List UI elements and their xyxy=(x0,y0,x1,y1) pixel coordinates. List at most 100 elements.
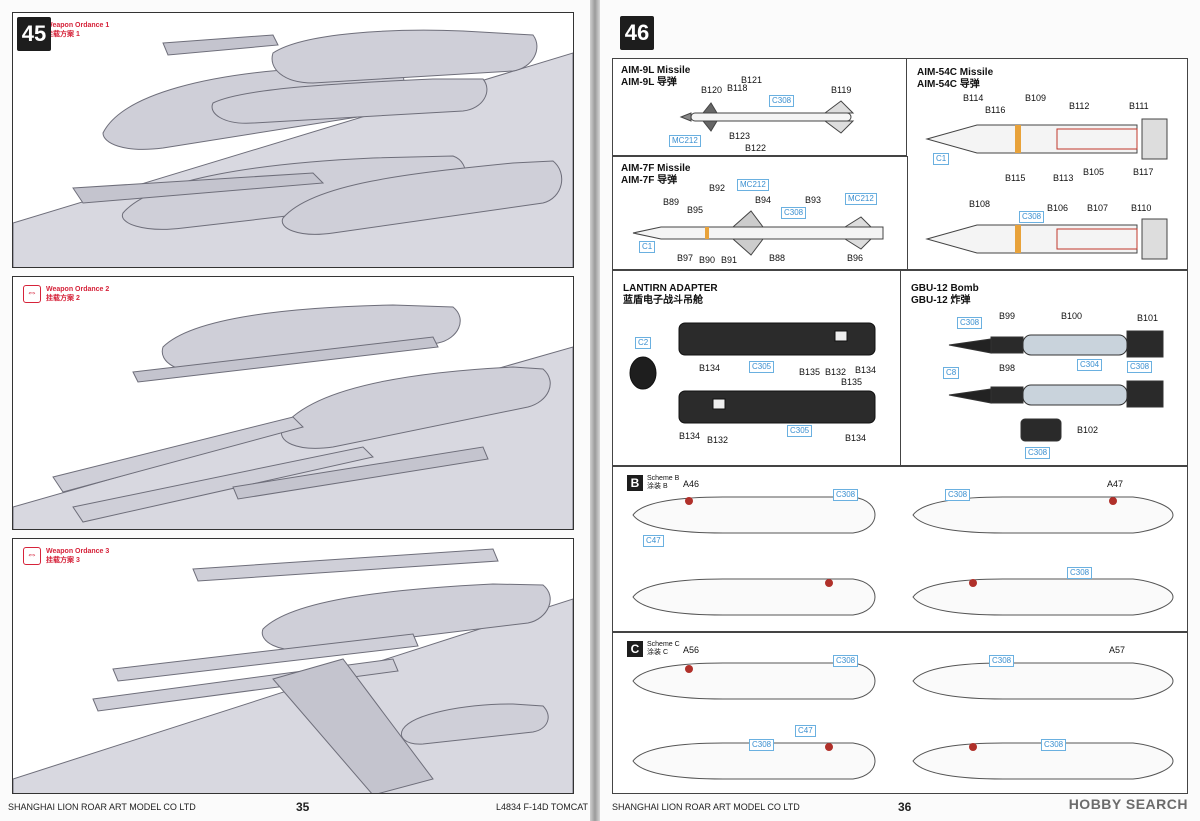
aim7f-part-label: B95 xyxy=(687,205,704,215)
gbu12-decal-label: C308 xyxy=(1127,361,1153,373)
aim7f-part-label: B96 xyxy=(847,253,864,263)
step-badge-46: 46 xyxy=(620,16,654,50)
lantirn-part-label: B135 xyxy=(799,367,821,377)
aim54c-part-label: B110 xyxy=(1131,203,1152,213)
gbu12-decal-label: C308 xyxy=(957,317,983,329)
aim54c-part-label: B113 xyxy=(1053,173,1074,183)
ordance-title-en-2: Weapon Ordance 2 xyxy=(46,286,110,293)
scheme-c-decal-label: C308 xyxy=(749,739,775,751)
lantirn-part-label: B134 xyxy=(845,433,867,443)
aim7f-part-label: B90 xyxy=(699,255,716,265)
aim7f-part-label: B97 xyxy=(677,253,694,263)
aim7f-decal-label: C308 xyxy=(781,207,807,219)
scheme-c-decal-number: A57 xyxy=(1109,645,1126,655)
gbu12-drawing xyxy=(948,330,1164,442)
lantirn-drawing xyxy=(629,322,876,424)
aim9l-title-cn: AIM-9L 导弹 xyxy=(621,77,677,88)
footer-company-left: SHANGHAI LION ROAR ART MODEL CO LTD xyxy=(8,802,196,812)
aim54c-decal-label: C1 xyxy=(933,153,950,165)
aim9l-part-label: B122 xyxy=(745,143,767,153)
aim54c-part-label: B109 xyxy=(1025,93,1047,103)
lantirn-part-label: B134 xyxy=(679,431,701,441)
page-number-right: 36 xyxy=(898,800,912,814)
swap-arrows-icon: ⇔ xyxy=(23,285,41,303)
gbu12-part-label: B98 xyxy=(999,363,1016,373)
aim7f-title-en: AIM-7F Missile xyxy=(621,163,691,174)
page-gutter xyxy=(590,0,600,821)
scheme-c-badge: C xyxy=(627,641,643,657)
aim54c-part-label: B112 xyxy=(1069,101,1090,111)
aim54c-part-label: B114 xyxy=(963,93,984,103)
aim7f-decal-label: MC212 xyxy=(737,179,769,191)
scheme-b-badge: B xyxy=(627,475,643,491)
aim9l-part-label: B123 xyxy=(729,131,751,141)
lantirn-decal-label: C2 xyxy=(635,337,652,349)
watermark: HOBBY SEARCH xyxy=(1068,796,1188,812)
scheme-b-decal-number: A46 xyxy=(683,479,700,489)
aim54c-part-label: B116 xyxy=(985,105,1006,115)
scheme-b-tanks xyxy=(632,496,1174,616)
aircraft-illustration-3 xyxy=(13,548,573,793)
aircraft-illustration-1 xyxy=(13,29,573,267)
aim9l-part-label: B120 xyxy=(701,85,723,95)
scheme-b-decal-label: C308 xyxy=(1067,567,1093,579)
lantirn-part-label: B132 xyxy=(707,435,729,445)
scheme-b-name-en: Scheme B xyxy=(647,475,680,482)
aim7f-drawing xyxy=(632,210,884,256)
lantirn-part-label: B132 xyxy=(825,367,847,377)
aim7f-part-label: B94 xyxy=(755,195,772,205)
ordance-title-en-1: Weapon Ordance 1 xyxy=(46,22,110,29)
scheme-b-decal-label: C308 xyxy=(833,489,859,501)
scheme-c-decal-label: C47 xyxy=(795,725,816,737)
footer-product: L4834 F-14D TOMCAT xyxy=(496,802,589,812)
ordance-title-cn-1: 挂载方案 1 xyxy=(46,31,80,38)
aim7f-decal-label: MC212 xyxy=(845,193,877,205)
aim54c-part-label: B117 xyxy=(1133,167,1154,177)
aircraft-illustration-2 xyxy=(13,304,573,529)
aim9l-part-label: B121 xyxy=(741,75,763,85)
lantirn-decal-label: C305 xyxy=(749,361,775,373)
aim7f-decal-label: C1 xyxy=(639,241,656,253)
scheme-b-decal-label: C308 xyxy=(945,489,971,501)
aim54c-part-label: B106 xyxy=(1047,203,1069,213)
aim54c-drawing xyxy=(925,118,1168,260)
footer-company-right: SHANGHAI LION ROAR ART MODEL CO LTD xyxy=(612,802,800,812)
aim54c-part-label: B108 xyxy=(969,199,991,209)
gbu12-part-label: B100 xyxy=(1061,311,1083,321)
scheme-b-name-cn: 涂装 B xyxy=(647,483,668,490)
aim54c-part-label: B115 xyxy=(1005,173,1026,183)
step-badge-45-overlay: 45 xyxy=(17,17,51,51)
aim7f-part-label: B88 xyxy=(769,253,786,263)
aim54c-title-en: AIM-54C Missile xyxy=(917,67,994,78)
scheme-c-name-en: Scheme C xyxy=(647,641,680,648)
lantirn-decal-label: C305 xyxy=(787,425,813,437)
scheme-b-decal-label: C47 xyxy=(643,535,664,547)
swap-arrows-icon: ⇔ xyxy=(23,547,41,565)
scheme-c-name-cn: 涂装 C xyxy=(647,649,668,656)
ordance-title-en-3: Weapon Ordance 3 xyxy=(46,548,110,555)
scheme-c-decal-label: C308 xyxy=(833,655,859,667)
gbu12-title-en: GBU-12 Bomb xyxy=(911,283,979,294)
aim9l-title-en: AIM-9L Missile xyxy=(621,65,691,76)
aim54c-part-label: B111 xyxy=(1129,101,1149,111)
aim9l-decal-label: C308 xyxy=(769,95,795,107)
lantirn-title-cn: 蓝盾电子战斗吊舱 xyxy=(623,295,703,306)
aim7f-part-label: B93 xyxy=(805,195,822,205)
lantirn-part-label: B134 xyxy=(699,363,721,373)
gbu12-part-label: B102 xyxy=(1077,425,1099,435)
aim54c-part-label: B105 xyxy=(1083,167,1105,177)
aim54c-decal-label: C308 xyxy=(1019,211,1045,223)
